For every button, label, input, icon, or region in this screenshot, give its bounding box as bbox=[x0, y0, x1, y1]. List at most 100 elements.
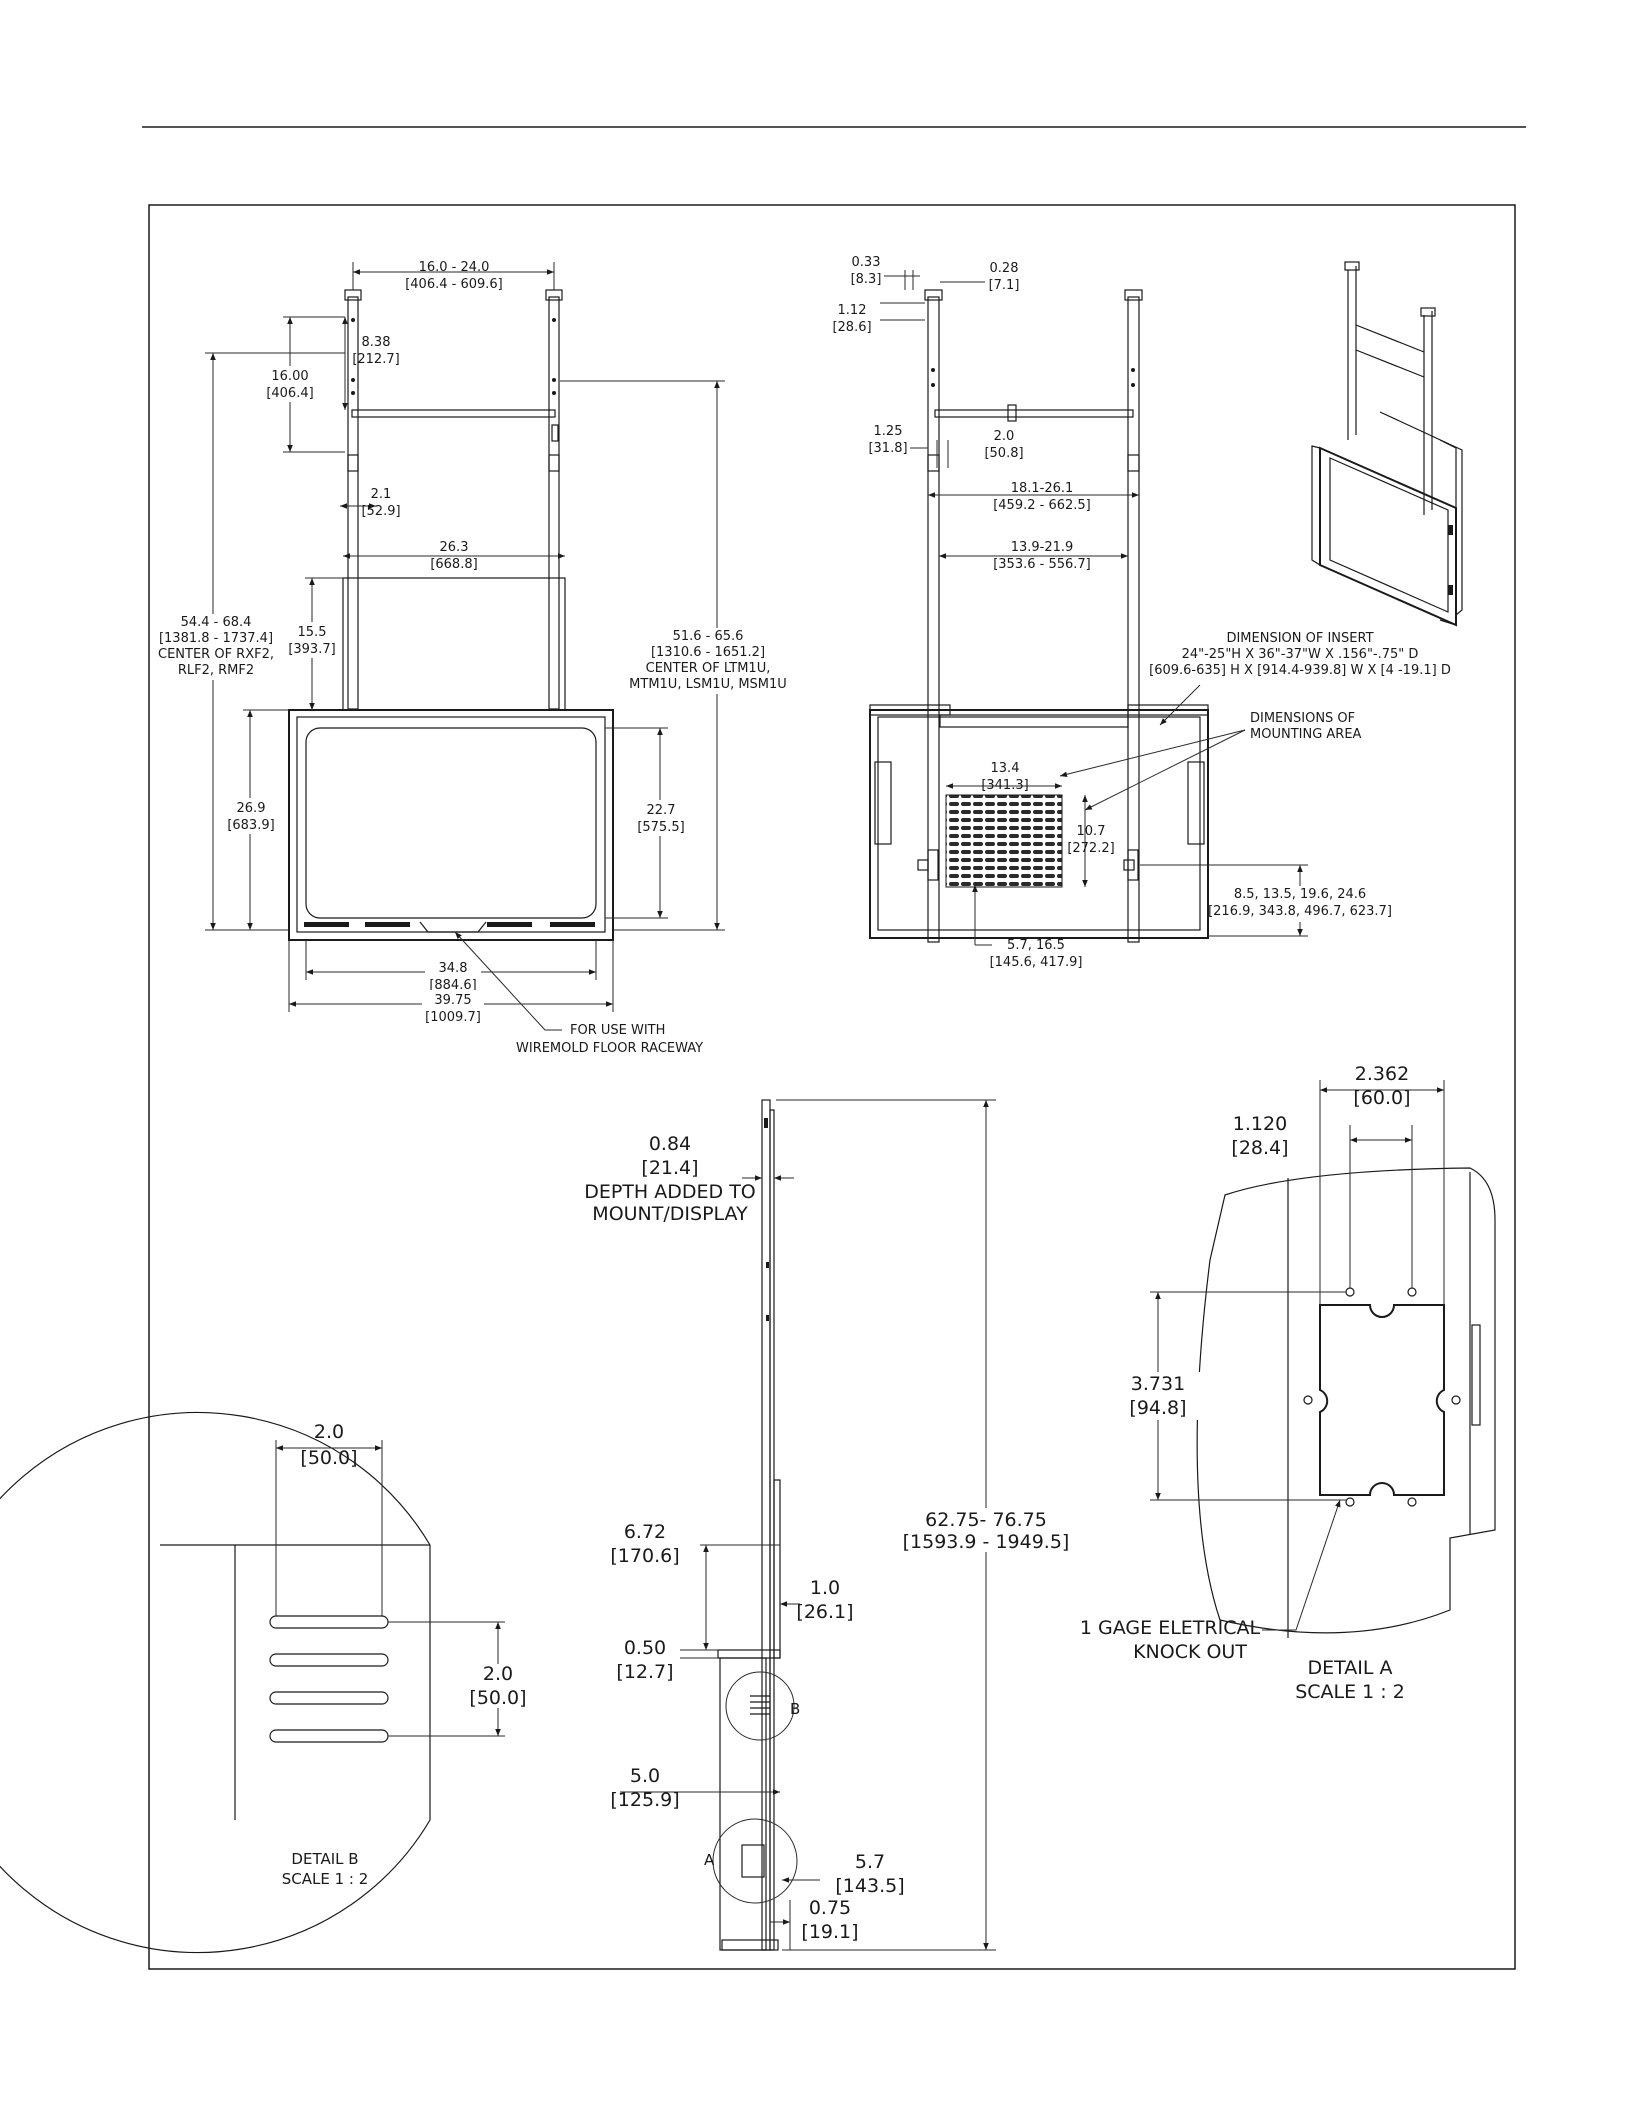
dim-overall-height: 62.75- 76.75 bbox=[925, 1509, 1047, 1531]
dim-overall-left-note1: CENTER OF RXF2, bbox=[158, 647, 274, 662]
detail-a-dim-3-731-metric: [94.8] bbox=[1129, 1397, 1186, 1419]
callout-a: A bbox=[704, 1851, 715, 1869]
knockout-note-line2: KNOCK OUT bbox=[1133, 1641, 1247, 1663]
rear-view: 0.33 [8.3] 0.28 [7.1] 1.12 [28.6] 1.25 [… bbox=[832, 255, 1450, 970]
dim-overall-left: 54.4 - 68.4 bbox=[181, 615, 252, 630]
dim-1-0: 1.0 bbox=[810, 1577, 840, 1599]
dim-overall-right-metric: [1310.6 - 1651.2] bbox=[651, 645, 765, 660]
dim-2-1: 2.1 bbox=[371, 487, 392, 502]
dim-5-0: 5.0 bbox=[630, 1765, 660, 1787]
detail-a-dim-1-120-metric: [28.4] bbox=[1231, 1137, 1288, 1159]
dim-6-72-metric: [170.6] bbox=[610, 1545, 679, 1567]
dim-0-28-metric: [7.1] bbox=[989, 278, 1020, 293]
dim-26-9: 26.9 bbox=[237, 801, 266, 816]
dim-0-84-metric: [21.4] bbox=[641, 1157, 698, 1179]
dim-0-33: 0.33 bbox=[852, 255, 881, 270]
dim-8-38-metric: [212.7] bbox=[352, 352, 399, 367]
dim-15-5: 15.5 bbox=[298, 625, 327, 640]
dim-16-00: 16.00 bbox=[271, 369, 308, 384]
dim-overall-left-note2: RLF2, RMF2 bbox=[178, 663, 254, 678]
detail-b-dim-top-metric: [50.0] bbox=[300, 1447, 357, 1469]
dim-10-7-metric: [272.2] bbox=[1067, 841, 1114, 856]
dim-0-50-metric: [12.7] bbox=[616, 1661, 673, 1683]
drawing-frame bbox=[148, 204, 1516, 1970]
dim-1-25-metric: [31.8] bbox=[868, 441, 907, 456]
dim-0-28: 0.28 bbox=[990, 261, 1019, 276]
dim-0-75: 0.75 bbox=[809, 1897, 851, 1919]
dim-0-84: 0.84 bbox=[649, 1133, 691, 1155]
dim-2-0-metric: [50.8] bbox=[984, 446, 1023, 461]
insert-note-line2: 24"-25"H X 36"-37"W X .156"-.75" D bbox=[1182, 647, 1419, 662]
detail-a: 2.362 [60.0] 1.120 [28.4] 3.731 [94.8] 1… bbox=[1080, 1063, 1496, 1703]
raceway-note-line2: WIREMOLD FLOOR RACEWAY bbox=[516, 1041, 703, 1056]
dim-2-0: 2.0 bbox=[994, 429, 1015, 444]
dim-8-38: 8.38 bbox=[362, 335, 391, 350]
dim-2-1-metric: [52.9] bbox=[361, 504, 400, 519]
dim-18-1: 18.1-26.1 bbox=[1011, 481, 1074, 496]
dim-overall-height-metric: [1593.9 - 1949.5] bbox=[903, 1531, 1070, 1553]
dim-26-3-metric: [668.8] bbox=[430, 557, 477, 572]
dim-34-8: 34.8 bbox=[439, 961, 468, 976]
detail-a-dim-2-362: 2.362 bbox=[1355, 1063, 1409, 1085]
dim-22-7-metric: [575.5] bbox=[637, 820, 684, 835]
dim-heights: 8.5, 13.5, 19.6, 24.6 bbox=[1234, 887, 1366, 902]
dim-22-7: 22.7 bbox=[647, 803, 676, 818]
detail-b-dim-top: 2.0 bbox=[314, 1421, 344, 1443]
dim-overall-left-metric: [1381.8 - 1737.4] bbox=[159, 631, 273, 646]
dim-13-4-metric: [341.3] bbox=[981, 778, 1028, 793]
side-view: B A 62.75- 76.75 [1593.9 - 1949.5] 0.84 … bbox=[584, 1099, 1072, 1951]
front-width-metric: [406.4 - 609.6] bbox=[405, 277, 503, 292]
dim-13-9-metric: [353.6 - 556.7] bbox=[993, 557, 1091, 572]
detail-a-dim-3-731: 3.731 bbox=[1131, 1373, 1185, 1395]
dim-1-12-metric: [28.6] bbox=[832, 320, 871, 335]
dim-6-72: 6.72 bbox=[624, 1521, 666, 1543]
dim-heights-metric: [216.9, 343.8, 496.7, 623.7] bbox=[1208, 904, 1392, 919]
dim-overall-right: 51.6 - 65.6 bbox=[673, 629, 744, 644]
detail-b-caption: DETAIL B bbox=[291, 1850, 358, 1868]
dim-26-3: 26.3 bbox=[440, 540, 469, 555]
detail-b-scale: SCALE 1 : 2 bbox=[282, 1870, 369, 1888]
mount-area-note-line1: DIMENSIONS OF bbox=[1250, 711, 1355, 726]
dim-5-7-metric: [143.5] bbox=[835, 1875, 904, 1897]
dim-1-0-metric: [26.1] bbox=[796, 1601, 853, 1623]
dim-26-9-metric: [683.9] bbox=[227, 818, 274, 833]
dim-15-5-metric: [393.7] bbox=[288, 642, 335, 657]
isometric-view bbox=[1311, 261, 1463, 627]
detail-b: 2.0 [50.0] 2.0 [50.0] DETAIL B SCALE 1 :… bbox=[0, 1411, 530, 1954]
dim-5-7-16-5: 5.7, 16.5 bbox=[1007, 938, 1065, 953]
mount-area-note-line2: MOUNTING AREA bbox=[1250, 727, 1362, 742]
detail-b-dim-right-metric: [50.0] bbox=[469, 1687, 526, 1709]
dim-0-75-metric: [19.1] bbox=[801, 1921, 858, 1943]
dim-5-7: 5.7 bbox=[855, 1851, 885, 1873]
dim-0-84-note2: MOUNT/DISPLAY bbox=[592, 1203, 748, 1225]
dim-0-33-metric: [8.3] bbox=[851, 272, 882, 287]
dim-1-25: 1.25 bbox=[874, 424, 903, 439]
dim-18-1-metric: [459.2 - 662.5] bbox=[993, 498, 1091, 513]
dim-5-7-16-5-metric: [145.6, 417.9] bbox=[990, 955, 1083, 970]
insert-note-line3: [609.6-635] H X [914.4-939.8] W X [4 -19… bbox=[1149, 663, 1451, 678]
detail-a-caption: DETAIL A bbox=[1308, 1657, 1393, 1679]
dim-overall-right-note1: CENTER OF LTM1U, bbox=[646, 661, 771, 676]
detail-a-scale: SCALE 1 : 2 bbox=[1295, 1681, 1405, 1703]
detail-a-dim-1-120: 1.120 bbox=[1233, 1113, 1287, 1135]
front-width-label: 16.0 - 24.0 bbox=[419, 260, 490, 275]
dim-overall-right-note2: MTM1U, LSM1U, MSM1U bbox=[629, 677, 787, 692]
dim-39-75: 39.75 bbox=[434, 993, 471, 1008]
dim-0-84-note1: DEPTH ADDED TO bbox=[584, 1181, 756, 1203]
front-view: 16.0 - 24.0 [406.4 - 609.6] 16.00 [406.4… bbox=[158, 260, 787, 1056]
dim-10-7: 10.7 bbox=[1077, 824, 1106, 839]
dim-1-12: 1.12 bbox=[838, 303, 867, 318]
dim-13-4: 13.4 bbox=[991, 761, 1020, 776]
dim-16-00-metric: [406.4] bbox=[266, 386, 313, 401]
raceway-note-line1: FOR USE WITH bbox=[570, 1023, 665, 1038]
knockout-note-line1: 1 GAGE ELETRICAL bbox=[1080, 1617, 1261, 1639]
dim-34-8-metric: [884.6] bbox=[429, 978, 476, 993]
dim-0-50: 0.50 bbox=[624, 1637, 666, 1659]
detail-b-dim-right: 2.0 bbox=[483, 1663, 513, 1685]
dim-13-9: 13.9-21.9 bbox=[1011, 540, 1074, 555]
dim-5-0-metric: [125.9] bbox=[610, 1789, 679, 1811]
detail-a-dim-2-362-metric: [60.0] bbox=[1353, 1087, 1410, 1109]
callout-b: B bbox=[790, 1700, 800, 1718]
dim-39-75-metric: [1009.7] bbox=[425, 1010, 481, 1025]
